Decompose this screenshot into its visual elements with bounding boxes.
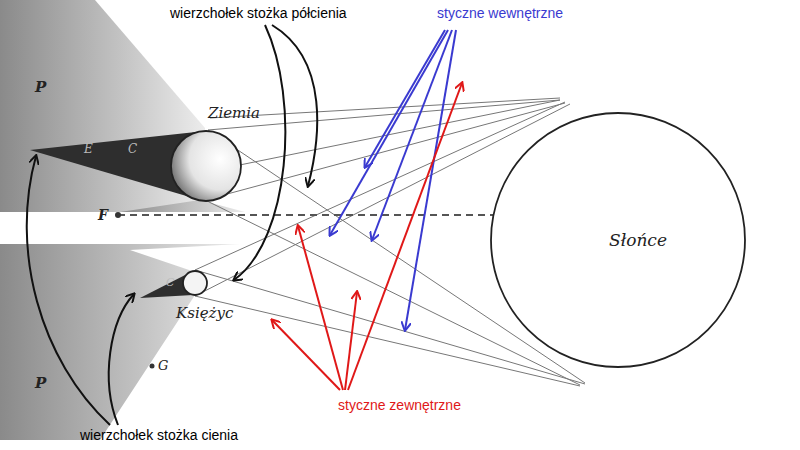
region-letter: E xyxy=(84,143,93,155)
region-letter: P xyxy=(35,376,46,391)
body-name: Księżyc xyxy=(176,306,233,321)
point-letter: F xyxy=(98,208,108,222)
moon-circle: Księżyc xyxy=(182,270,208,296)
circle-outline xyxy=(182,270,208,296)
region-letter: P xyxy=(35,80,46,95)
region-letter: C xyxy=(128,143,137,155)
region-letter: C xyxy=(166,277,174,288)
red-leaders xyxy=(272,83,462,390)
point-g xyxy=(150,364,155,369)
point-f xyxy=(115,212,121,218)
point-letter: G xyxy=(158,359,168,372)
callout-text: wierzchołek stożka cienia xyxy=(80,428,238,442)
sun-circle: Słońce xyxy=(490,112,746,368)
axis-line xyxy=(118,214,495,216)
body-name: Ziemia xyxy=(208,106,260,121)
body-name: Słońce xyxy=(609,232,667,249)
callout-text: styczne zewnętrzne xyxy=(338,398,461,412)
earth-circle: Ziemia xyxy=(170,130,242,202)
moon-penumbra xyxy=(0,244,240,440)
black-leaders xyxy=(27,25,317,425)
callout-text: wierzchołek stożka półcienia xyxy=(170,6,347,20)
callout-text: styczne wewnętrzne xyxy=(437,6,563,20)
blue-leaders xyxy=(330,30,456,330)
circle-outline xyxy=(170,130,242,202)
